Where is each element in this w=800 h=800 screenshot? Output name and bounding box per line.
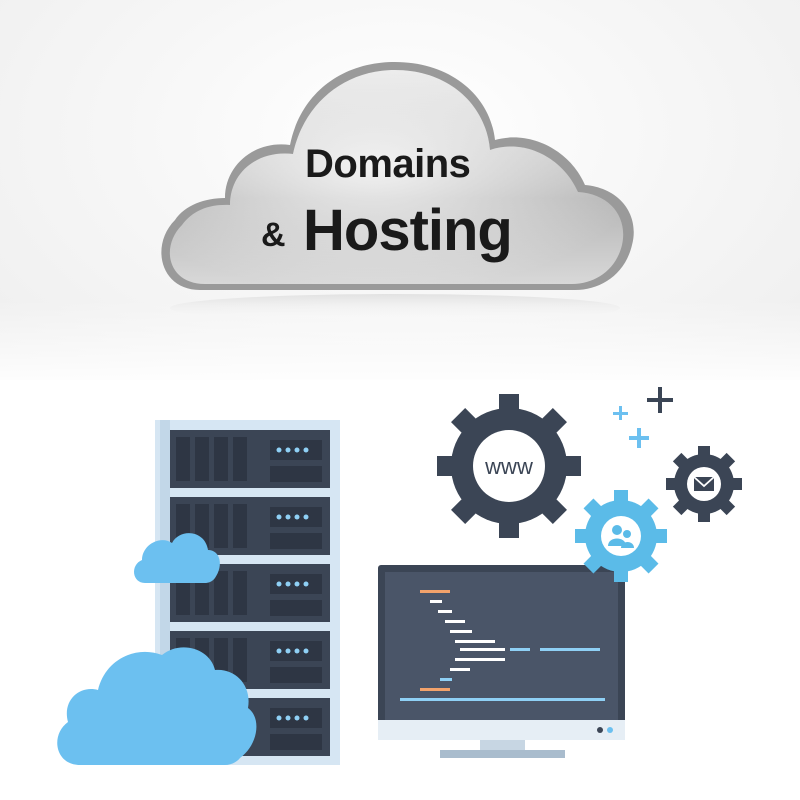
mail-gear-icon bbox=[666, 446, 742, 522]
title-domains: Domains bbox=[305, 142, 471, 186]
large-cloud-icon bbox=[57, 647, 257, 765]
monitor-icon bbox=[378, 565, 625, 758]
plus-icons bbox=[613, 387, 673, 448]
www-gear-icon: www bbox=[437, 394, 581, 538]
small-cloud-icon bbox=[134, 533, 220, 583]
title-hosting: Hosting bbox=[303, 198, 513, 263]
www-label: www bbox=[484, 454, 533, 479]
banner-fade bbox=[0, 300, 800, 390]
users-gear-icon bbox=[575, 490, 667, 582]
title-ampersand: & bbox=[261, 216, 286, 254]
banner-title: Domains & Hosting bbox=[255, 140, 535, 270]
